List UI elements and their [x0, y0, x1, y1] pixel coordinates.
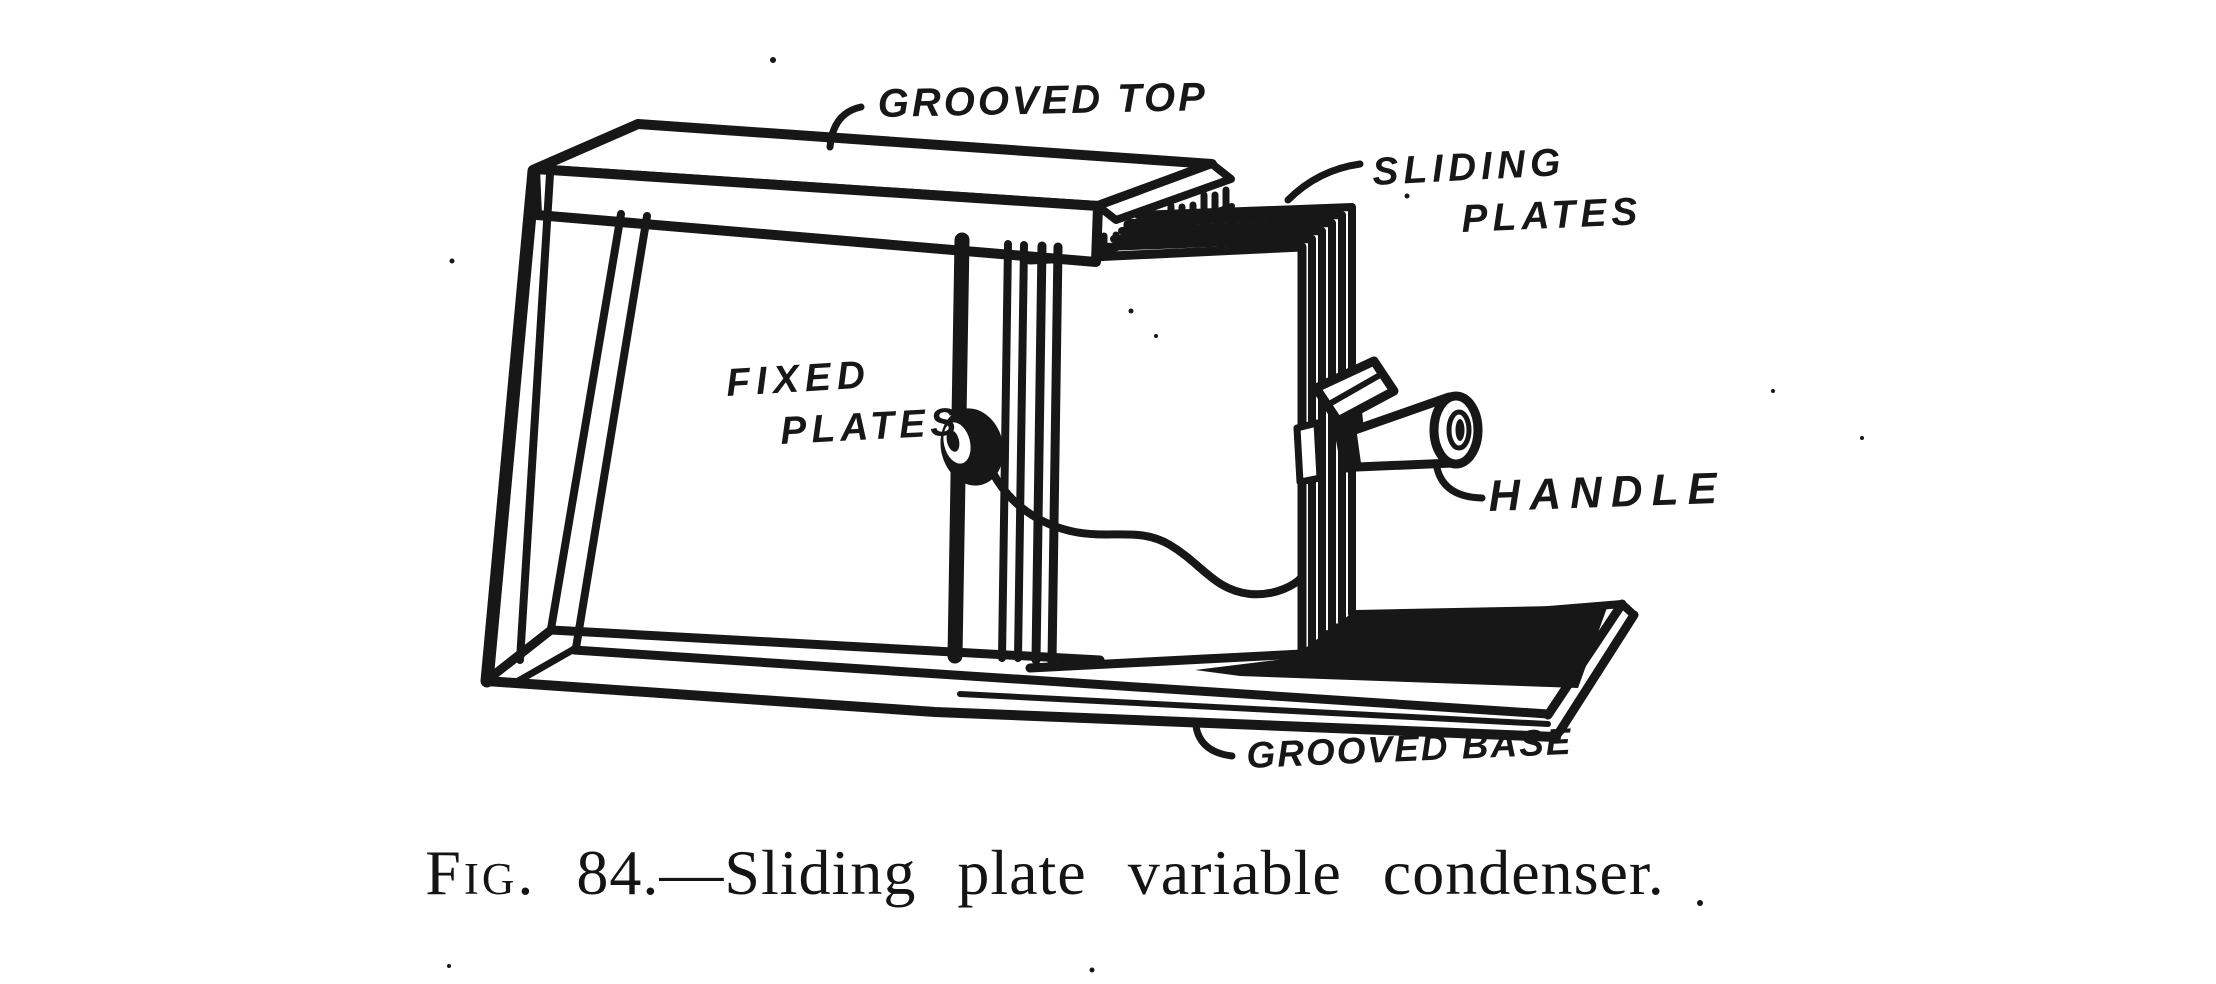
- print-specks: [447, 57, 1864, 973]
- base-groove-shadow: [1195, 605, 1608, 688]
- base-bottom-edge: [481, 676, 1561, 742]
- middle-post-a: [998, 240, 1012, 662]
- frame-left-post-inner: [516, 170, 554, 664]
- base-end-inner-edge: [1543, 599, 1627, 720]
- middle-post-d: [1047, 242, 1063, 667]
- label-grooved-top: GROOVED TOP: [877, 75, 1208, 126]
- base-front-top-edge: [569, 645, 1553, 719]
- frame-left-post-outer: [480, 164, 541, 688]
- sliding-plate-3: [1110, 227, 1326, 642]
- figure-caption: Fig. 84.—Sliding plate variable condenser…: [0, 836, 2090, 910]
- middle-post-c: [1031, 241, 1047, 665]
- leader-grooved-base: [1192, 722, 1236, 760]
- top-slab-end-face: [1094, 160, 1235, 224]
- leader-lines: [826, 103, 1486, 760]
- caption-number: 84.: [576, 837, 660, 908]
- handle-knob-slot: [1455, 419, 1465, 441]
- sill-miter-2: [509, 644, 580, 688]
- window-sill-edge: [546, 625, 1105, 665]
- handle-assembly: [1293, 356, 1483, 486]
- sill-miter-1: [481, 625, 556, 686]
- sliding-plate-2: [1102, 235, 1316, 650]
- fixed-plates-terminal: [940, 408, 1004, 486]
- label-fixed-plates-line1: FIXED: [725, 353, 872, 405]
- caption-fig-label: Fig.: [425, 837, 537, 908]
- handle-flange-line: [1328, 372, 1383, 406]
- caption-separator: —: [659, 837, 725, 908]
- window-left-edge-2: [572, 212, 651, 652]
- label-sliding-plates-line2: PLATES: [1461, 190, 1644, 241]
- groove-comb-teeth: [1100, 186, 1235, 256]
- base-end-outer-edge: [1555, 610, 1639, 736]
- caption-title: Sliding plate variable condenser.: [724, 837, 1665, 908]
- label-handle: HANDLE: [1488, 464, 1727, 521]
- handle-slide-tab: [1293, 419, 1324, 486]
- leader-grooved-top: [826, 103, 865, 151]
- label-fixed-plates-line2: PLATES: [779, 401, 962, 453]
- sliding-plates-stack: [1025, 203, 1356, 673]
- middle-post-b: [1014, 241, 1028, 662]
- leader-handle: [1433, 464, 1486, 502]
- label-sliding-plates-line1: SLIDING: [1371, 141, 1566, 194]
- sliding-plate-4: [1118, 219, 1336, 634]
- window-left-edge-1: [547, 210, 625, 633]
- base-groove-line: [957, 691, 1551, 727]
- leader-sliding-plates: [1284, 160, 1364, 204]
